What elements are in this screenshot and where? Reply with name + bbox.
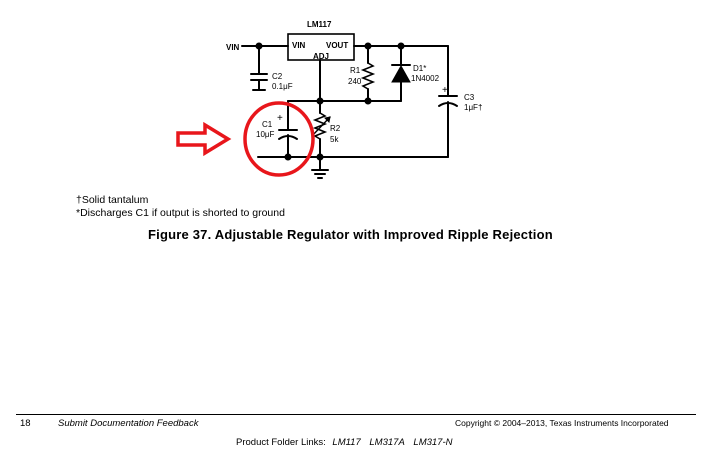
circuit-schematic: LM117 VIN VOUT ADJ VIN C2 0.1μF R1 240 D…: [176, 20, 482, 179]
red-annotation: [176, 101, 315, 177]
footer-divider: [16, 414, 696, 415]
r1-name: R1: [350, 66, 361, 75]
link-lm317-n[interactable]: LM317-N: [413, 437, 453, 448]
note-discharge: *Discharges C1 if output is shorted to g…: [76, 207, 285, 219]
product-folder-links: Product Folder Links: LM117 LM317A LM317…: [236, 437, 453, 448]
submit-feedback-link[interactable]: Submit Documentation Feedback: [58, 418, 199, 429]
c2-value: 0.1μF: [272, 82, 293, 91]
page-number: 18: [20, 418, 31, 429]
figure-caption: Figure 37. Adjustable Regulator with Imp…: [148, 227, 553, 242]
junction-dot: [316, 153, 324, 161]
d1-value: 1N4002: [411, 74, 440, 83]
d1-diode: [391, 64, 411, 83]
r2-resistor: [312, 112, 328, 140]
input-label: VIN: [226, 43, 240, 52]
red-circle-highlight: [243, 101, 315, 177]
r2-value: 5k: [330, 135, 339, 144]
c1-plus-sign: +: [277, 113, 283, 124]
pin-vin-label: VIN: [292, 41, 306, 50]
product-folder-label: Product Folder Links:: [236, 437, 326, 448]
link-lm117[interactable]: LM117: [332, 437, 361, 448]
pin-adj-label: ADJ: [313, 52, 329, 61]
c2-name: C2: [272, 72, 283, 81]
copyright-text: Copyright © 2004–2013, Texas Instruments…: [455, 418, 669, 428]
c3-value: 1μF†: [464, 103, 482, 112]
pin-vout-label: VOUT: [326, 41, 348, 50]
red-arrow-icon: [176, 121, 232, 157]
r1-resistor: [360, 62, 376, 90]
r2-arrowhead: [323, 116, 331, 124]
c3-plus-sign: +: [442, 85, 448, 96]
r1-value: 240: [348, 77, 362, 86]
link-lm317a[interactable]: LM317A: [369, 437, 405, 448]
note-tantalum: †Solid tantalum: [76, 194, 149, 206]
r2-name: R2: [330, 124, 341, 133]
c1-value: 10μF: [256, 130, 275, 139]
regulator-name: LM117: [307, 20, 332, 29]
junction-dot: [284, 153, 292, 161]
c1-name: C1: [262, 120, 273, 129]
d1-name: D1*: [413, 64, 426, 73]
c3-name: C3: [464, 93, 475, 102]
junction-dot: [364, 97, 372, 105]
